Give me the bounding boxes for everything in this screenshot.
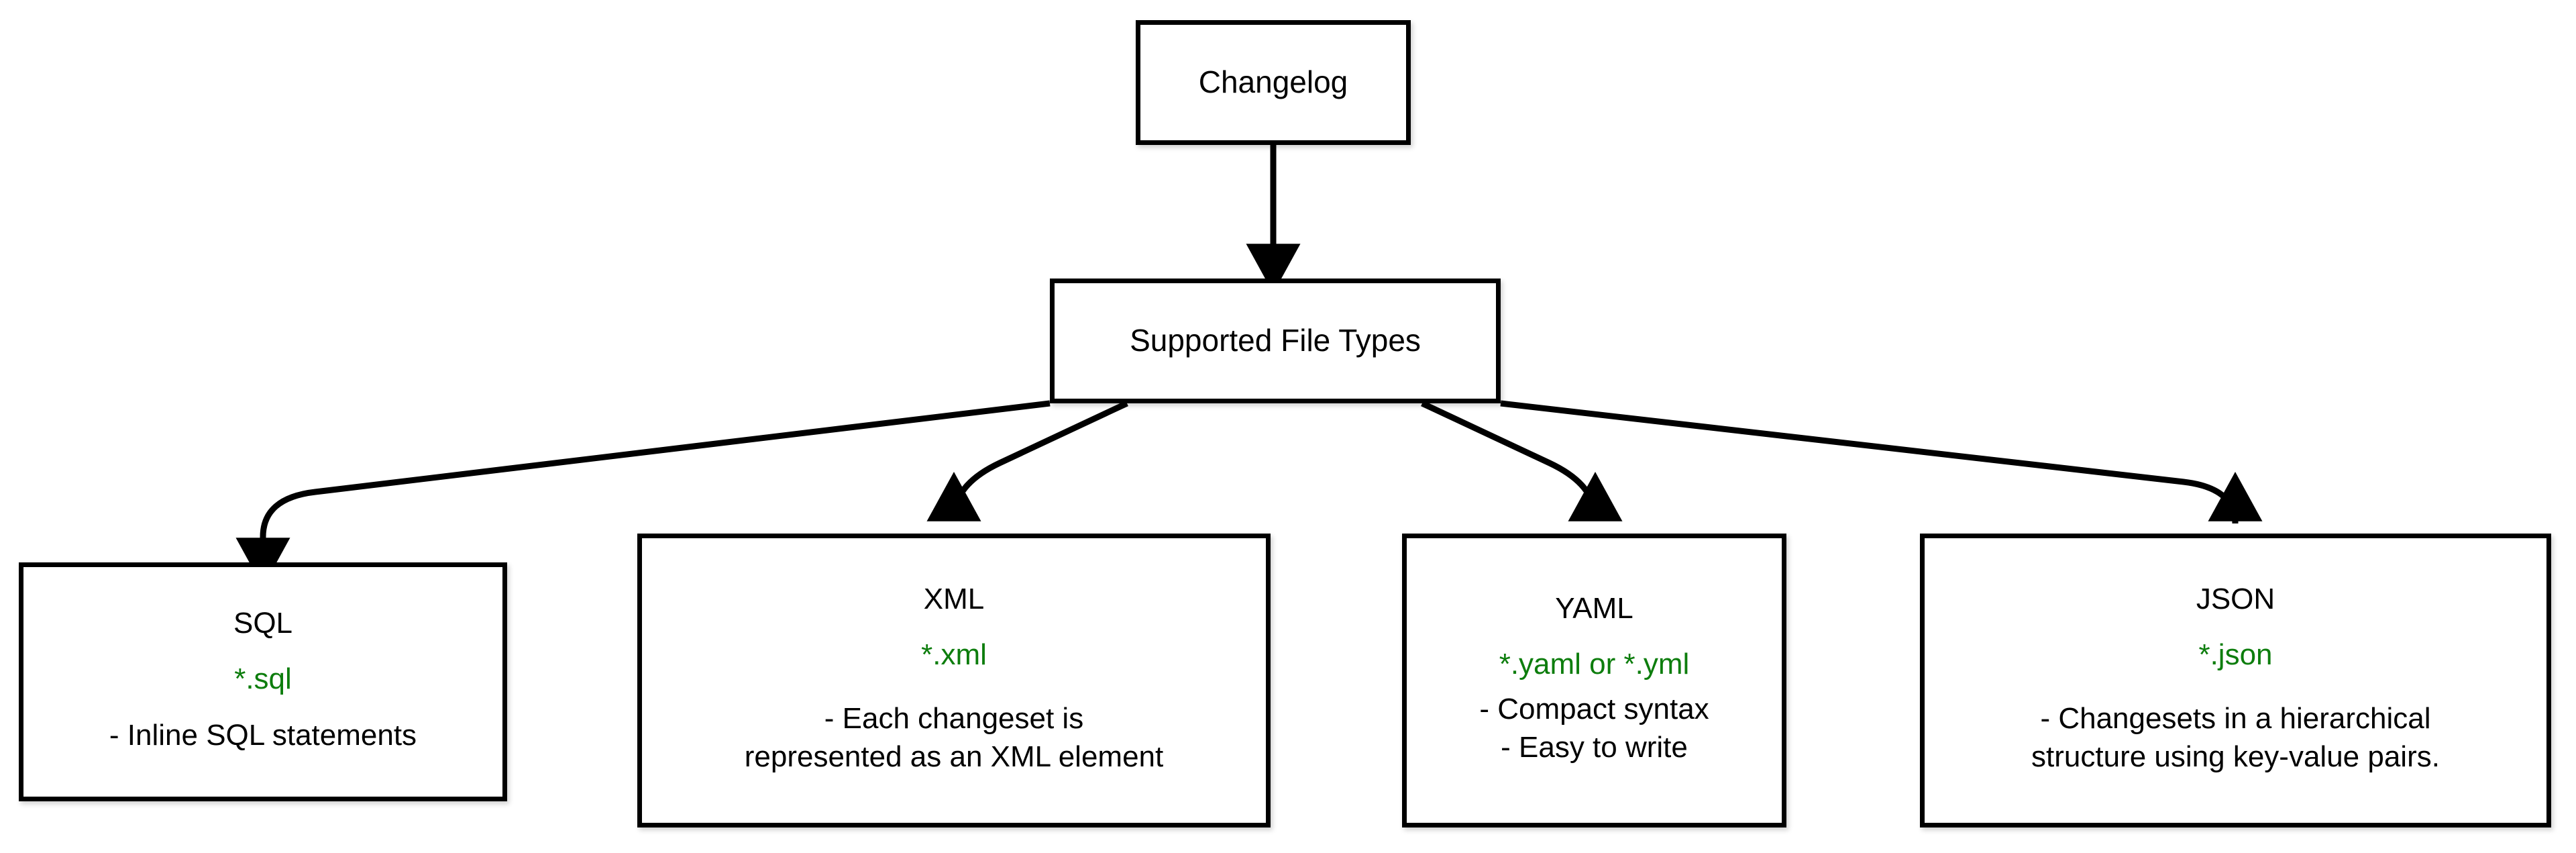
node-supported-file-types[interactable]: Supported File Types: [1050, 279, 1501, 403]
node-json-extension: *.json: [2198, 638, 2273, 671]
node-sql-extension: *.sql: [234, 662, 292, 696]
node-yaml[interactable]: YAML *.yaml or *.yml - Compact syntax - …: [1402, 534, 1786, 827]
edge-supported-file-types-to-yaml: [1421, 400, 1623, 521]
node-json[interactable]: JSON *.json - Changesets in a hierarchic…: [1920, 534, 2551, 827]
node-xml-title: XML: [923, 582, 985, 615]
node-yaml-extension: *.yaml or *.yml: [1499, 647, 1690, 681]
node-yaml-title: YAML: [1555, 591, 1633, 625]
node-yaml-description-line-1: - Compact syntax: [1479, 693, 1709, 725]
node-json-description-line-2: structure using key-value pairs.: [2031, 740, 2440, 774]
node-sql-title: SQL: [233, 607, 293, 640]
node-json-description-line-1: - Changesets in a hierarchical: [2040, 702, 2431, 735]
node-sql[interactable]: SQL *.sql - Inline SQL statements: [19, 562, 507, 801]
node-changelog[interactable]: Changelog: [1136, 20, 1411, 145]
node-sql-description-line-1: - Inline SQL statements: [109, 718, 417, 752]
node-supported-file-types-label: Supported File Types: [1130, 323, 1421, 358]
edge-supported-file-types-to-sql: [235, 400, 1051, 587]
edge-supported-file-types-to-json: [1500, 400, 2263, 524]
edge-supported-file-types-to-xml: [926, 400, 1128, 521]
node-json-title: JSON: [2196, 582, 2275, 615]
node-xml-extension: *.xml: [921, 638, 987, 671]
node-yaml-description-line-2: - Easy to write: [1501, 731, 1688, 764]
node-xml-description-line-1: - Each changeset is: [824, 702, 1084, 735]
node-xml[interactable]: XML *.xml - Each changeset is represente…: [637, 534, 1271, 827]
node-xml-description-line-2: represented as an XML element: [744, 740, 1164, 774]
node-changelog-label: Changelog: [1198, 64, 1348, 100]
